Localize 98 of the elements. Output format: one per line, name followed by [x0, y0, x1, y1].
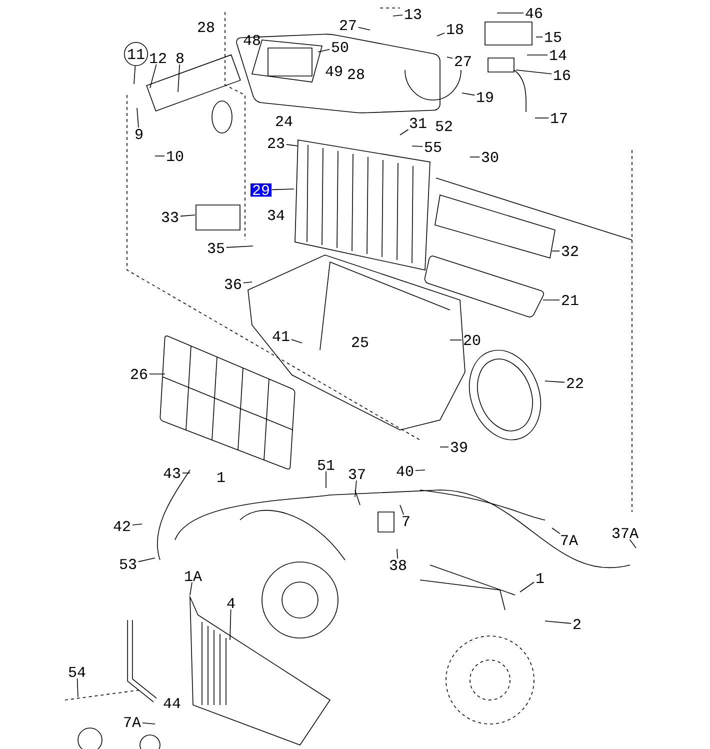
callout-number: 52 — [436, 120, 452, 132]
leader-line — [136, 108, 139, 128]
callout-number: 26 — [131, 368, 148, 380]
callout-number: 39 — [450, 442, 467, 452]
leader-line — [552, 250, 560, 252]
leader-line — [552, 528, 560, 534]
leader-line — [412, 146, 423, 147]
callout-number: 27 — [340, 20, 356, 30]
callout-number: 10 — [167, 150, 184, 162]
leader-line — [520, 582, 534, 592]
leader-line — [190, 582, 192, 596]
callout-number: 42 — [114, 520, 130, 532]
leader-line — [462, 92, 475, 96]
leader-line — [354, 480, 357, 498]
callout-number: 43 — [164, 468, 180, 478]
callout-number: 46 — [526, 8, 542, 18]
callout-number: 50 — [332, 42, 348, 52]
leader-line — [150, 64, 157, 88]
leader-line — [358, 26, 370, 30]
callout-number: 7A — [561, 535, 578, 545]
leader-line — [396, 548, 398, 559]
callout-number: 7 — [402, 516, 410, 526]
callout-number: 34 — [268, 210, 284, 220]
callout-number: 37 — [348, 468, 365, 480]
leader-line — [291, 339, 302, 344]
callout-number: 20 — [464, 334, 480, 346]
callout-number: 28 — [348, 68, 364, 80]
callout-number: 24 — [276, 116, 292, 126]
callout-number: 28 — [198, 22, 214, 32]
callout-number: 54 — [68, 667, 86, 678]
leader-line — [226, 246, 254, 248]
callout-number: 14 — [550, 50, 566, 60]
callout-number: 1 — [536, 573, 544, 583]
leader-line — [318, 48, 330, 52]
callout-number: 32 — [562, 246, 578, 256]
leader-line — [286, 144, 298, 146]
leader-line — [180, 214, 196, 217]
callout-number: 22 — [567, 378, 583, 388]
leader-line — [544, 380, 565, 383]
callout-number: 55 — [424, 142, 442, 152]
leader-line — [446, 56, 453, 59]
leader-line — [496, 12, 524, 14]
leader-line — [230, 608, 232, 640]
callout-number: 33 — [162, 212, 178, 222]
leader-line — [516, 70, 552, 74]
callout-number: 21 — [562, 294, 578, 306]
callout-number: 18 — [447, 24, 464, 34]
callout-number: 27 — [455, 56, 471, 66]
callout-number: 12 — [150, 52, 166, 64]
leader-line — [392, 14, 403, 16]
leader-line — [182, 472, 190, 474]
leader-line — [470, 156, 480, 158]
callout-number: 4 — [227, 598, 235, 608]
leader-line — [138, 558, 156, 562]
callout-number: 13 — [405, 8, 422, 20]
callout-number: 11 — [124, 42, 148, 66]
callout-number: 1 — [218, 472, 225, 482]
callout-number: 2 — [574, 618, 580, 630]
callout-number: 48 — [244, 34, 260, 46]
callout-number: 1A — [185, 571, 202, 581]
callout-number: 29 — [250, 183, 272, 197]
callout-number: 49 — [326, 66, 342, 76]
leader-line — [526, 54, 548, 56]
callout-number: 36 — [224, 278, 242, 290]
callout-number: 31 — [410, 118, 426, 128]
leader-line — [243, 282, 252, 284]
callout-number: 37A — [612, 528, 638, 538]
leader-line — [178, 64, 180, 92]
leader-line — [536, 36, 543, 38]
leader-line — [142, 722, 156, 724]
leader-line — [400, 504, 404, 516]
callout-number: 23 — [268, 138, 284, 148]
callout-number: 41 — [272, 331, 290, 341]
callout-number: 35 — [208, 242, 224, 254]
leader-line — [132, 524, 142, 526]
leader-line — [436, 32, 445, 36]
leader-line — [272, 188, 294, 190]
callout-number: 30 — [482, 152, 498, 162]
callout-number: 17 — [551, 113, 567, 123]
leader-line — [415, 470, 426, 471]
leader-line — [629, 539, 636, 548]
callout-number: 25 — [352, 336, 368, 348]
callout-number: 51 — [318, 460, 334, 470]
leader-line — [76, 678, 78, 698]
callout-number: 53 — [120, 558, 136, 570]
callout-number: 9 — [136, 128, 142, 140]
callout-number: 16 — [554, 70, 570, 80]
leader-line — [400, 129, 409, 136]
callout-number: 15 — [545, 32, 562, 42]
leader-line — [544, 620, 572, 624]
callout-number: 19 — [477, 92, 493, 102]
callout-number: 44 — [164, 698, 180, 708]
callout-number: 7A — [124, 717, 141, 727]
leader-line — [134, 66, 136, 84]
callout-number: 8 — [176, 52, 184, 64]
leader-line — [440, 446, 449, 448]
callout-number: 38 — [390, 560, 406, 570]
callout-number: 40 — [396, 466, 414, 476]
